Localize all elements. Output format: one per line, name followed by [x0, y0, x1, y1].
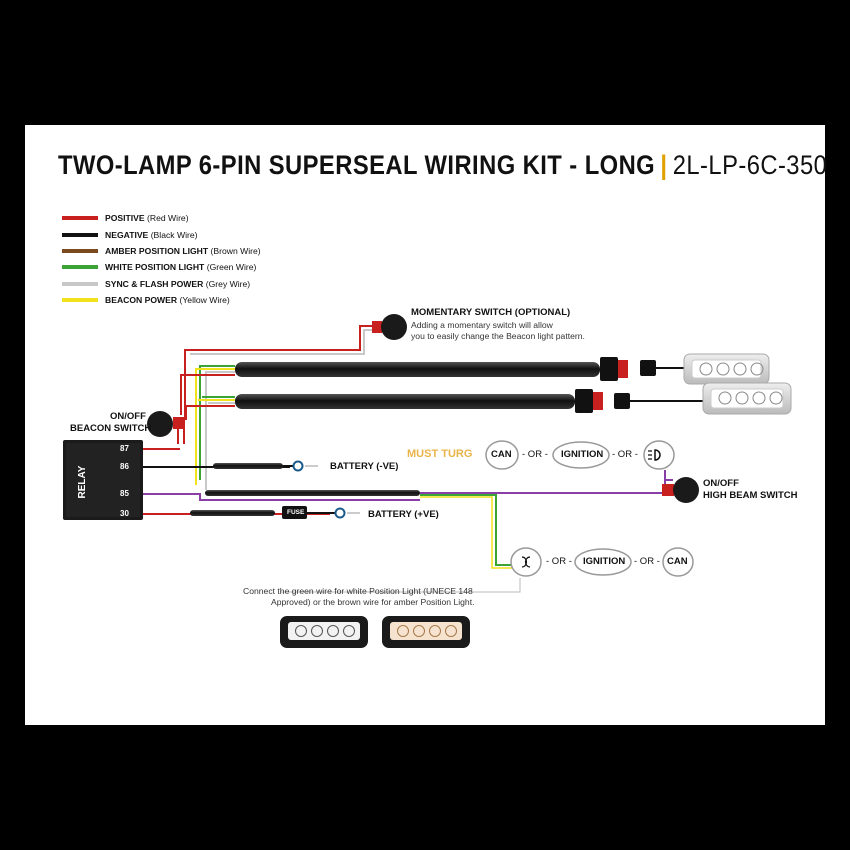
- pin-30-label: 30: [120, 509, 129, 518]
- ignition-label-bottom: IGNITION: [583, 556, 626, 567]
- loom-b: [235, 394, 575, 409]
- high-beam-switch-label-1: ON/OFF: [703, 478, 739, 489]
- ring-terminal-icon: [292, 460, 304, 472]
- legend-item-sync: SYNC & FLASH POWER (Grey Wire): [62, 276, 261, 292]
- or-label: - OR -: [612, 449, 638, 460]
- legend-label: POSITIVE (Red Wire): [105, 213, 189, 224]
- ignition-label-top: IGNITION: [561, 449, 604, 460]
- legend-label: WHITE POSITION LIGHT (Green Wire): [105, 262, 257, 273]
- title-separator: |: [660, 150, 668, 180]
- can-label-top: CAN: [491, 449, 512, 460]
- high-beam-switch-icon: [662, 477, 699, 503]
- can-option-top: [485, 440, 519, 470]
- beacon-switch-label-2: BEACON SWITCH: [70, 423, 152, 434]
- relay-label: RELAY: [77, 465, 88, 498]
- pin-87-label: 87: [120, 444, 129, 453]
- high-beam-switch-label-2: HIGH BEAM SWITCH: [703, 490, 798, 501]
- legend-item-beacon: BEACON POWER (Yellow Wire): [62, 292, 261, 308]
- battery-negative-label: BATTERY (-VE): [330, 461, 399, 472]
- high-beam-icon: [643, 440, 675, 470]
- title-code: 2L-LP-6C-350: [672, 150, 828, 180]
- legend-label: SYNC & FLASH POWER (Grey Wire): [105, 278, 251, 289]
- legend-swatch: [62, 216, 98, 221]
- lamp-icon: [280, 616, 368, 648]
- legend-swatch: [62, 232, 98, 237]
- lower-option-row: [280, 547, 694, 593]
- pin-85-label: 85: [120, 489, 129, 498]
- title-main: TWO-LAMP 6-PIN SUPERSEAL WIRING KIT - LO…: [58, 150, 656, 180]
- lamp-icon: [702, 382, 792, 415]
- pin-86-label: 86: [120, 462, 129, 471]
- loom-b-wires: [185, 396, 235, 420]
- watermark: MUST TURG: [407, 448, 473, 460]
- battery-positive-label: BATTERY (+VE): [368, 509, 439, 520]
- legend-swatch: [62, 265, 98, 270]
- relay-icon: [63, 440, 143, 520]
- ignition-option-bottom: [574, 548, 632, 576]
- beacon-switch-icon: [147, 411, 185, 437]
- legend-item-negative: NEGATIVE (Black Wire): [62, 226, 261, 242]
- loom-a-wires: [180, 365, 235, 490]
- legend-item-positive: POSITIVE (Red Wire): [62, 210, 261, 226]
- or-label: - OR -: [546, 556, 572, 567]
- lamp-icon: [382, 616, 470, 648]
- loom-a: [235, 362, 600, 377]
- beacon-switch-label-1: ON/OFF: [110, 411, 146, 422]
- can-option-bottom: [662, 547, 694, 577]
- connect-note-1: Connect the green wire for white Positio…: [243, 586, 473, 596]
- relay-pin-wires: [140, 448, 420, 515]
- ignition-option-top: [552, 441, 610, 469]
- legend-label: AMBER POSITION LIGHT (Brown Wire): [105, 245, 261, 256]
- or-label: - OR -: [522, 449, 548, 460]
- legend-label: NEGATIVE (Black Wire): [105, 229, 198, 240]
- connector-icon: [575, 389, 705, 413]
- fuse-icon: [282, 506, 307, 519]
- battery-positive-lead: [190, 506, 360, 519]
- ring-terminal-icon: [334, 507, 346, 519]
- connector-icon: [600, 357, 690, 381]
- connect-note-2: Approved) or the brown wire for amber Po…: [271, 597, 475, 607]
- legend-swatch: [62, 281, 98, 286]
- upper-option-row: [485, 440, 675, 470]
- page-title: TWO-LAMP 6-PIN SUPERSEAL WIRING KIT - LO…: [58, 150, 827, 181]
- momentary-switch-note-1: Adding a momentary switch will allow: [411, 320, 553, 330]
- or-label: - OR -: [634, 556, 660, 567]
- battery-negative-lead: [213, 460, 318, 472]
- can-label-bottom: CAN: [667, 556, 688, 567]
- momentary-switch-icon: [372, 314, 407, 340]
- legend-swatch: [62, 298, 98, 303]
- lamp-icon: [683, 353, 770, 385]
- momentary-switch-note-2: you to easily change the Beacon light pa…: [411, 331, 585, 341]
- legend-item-white: WHITE POSITION LIGHT (Green Wire): [62, 259, 261, 275]
- wire-legend: POSITIVE (Red Wire) NEGATIVE (Black Wire…: [62, 210, 261, 308]
- momentary-switch-title: MOMENTARY SWITCH (OPTIONAL): [411, 307, 571, 318]
- legend-label: BEACON POWER (Yellow Wire): [105, 295, 230, 306]
- fuse-label: FUSE: [287, 509, 305, 516]
- legend-swatch: [62, 248, 98, 253]
- legend-item-amber: AMBER POSITION LIGHT (Brown Wire): [62, 243, 261, 259]
